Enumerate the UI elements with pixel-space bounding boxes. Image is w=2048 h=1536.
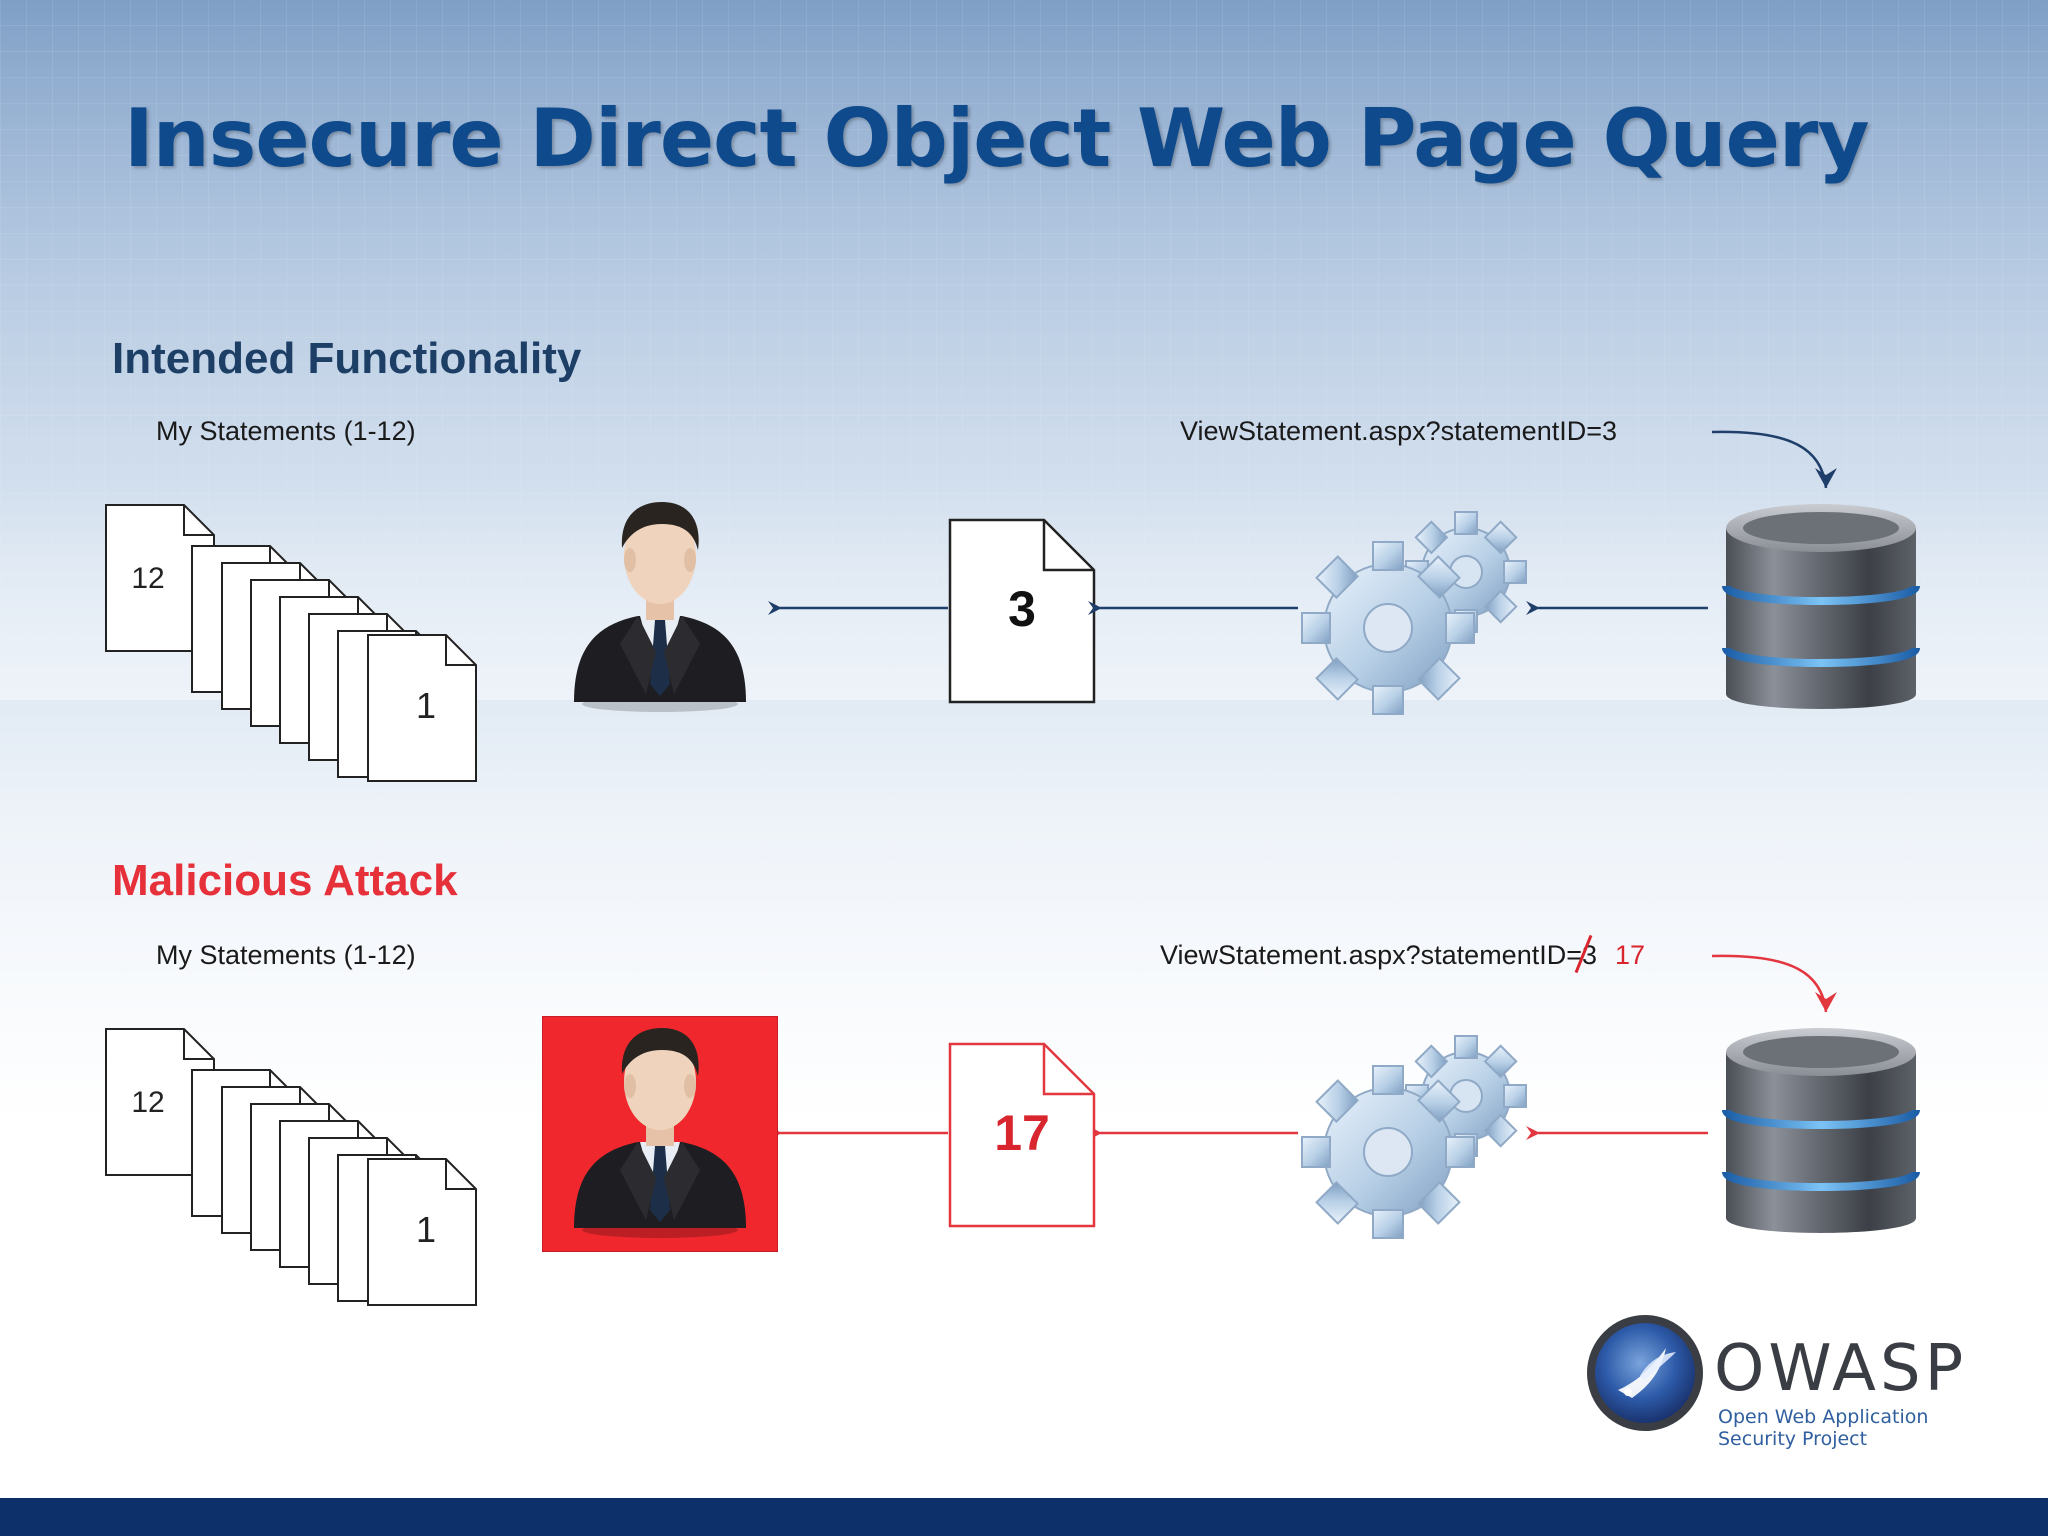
- document-icon: 3: [948, 518, 1096, 704]
- malicious-url: ViewStatement.aspx?statementID=3 17: [1160, 940, 1645, 971]
- arrow-request-to-database: [1711, 430, 1837, 489]
- user-icon: [574, 502, 746, 712]
- malicious-stack-bottom-number: 1: [416, 1209, 436, 1250]
- intended-stack-top-number: 12: [131, 562, 164, 595]
- malicious-statements-caption: My Statements (1-12): [156, 940, 416, 970]
- intended-heading: Intended Functionality: [112, 334, 582, 383]
- document-stack-icon: 12 1: [105, 504, 477, 782]
- owasp-logo-name: OWASP: [1714, 1332, 1968, 1406]
- intended-returned-number: 3: [1008, 581, 1036, 637]
- arrow-tampered-request-to-database: [1711, 954, 1837, 1013]
- malicious-stack-top-number: 12: [131, 1086, 164, 1119]
- document-stack-icon: 12 1: [105, 1028, 477, 1306]
- intended-stack-bottom-number: 1: [416, 685, 436, 726]
- owasp-tagline-line2: Security Project: [1718, 1428, 1868, 1450]
- document-icon: 17: [948, 1042, 1096, 1228]
- malicious-url-new-id: 17: [1615, 940, 1646, 970]
- malicious-returned-number: 17: [994, 1105, 1050, 1161]
- slide-title: Insecure Direct Object Web Page Query: [124, 92, 1869, 185]
- malicious-arrow-group: [768, 954, 1837, 1140]
- owasp-tagline-line1: Open Web Application: [1718, 1406, 1929, 1428]
- user-icon: [574, 1028, 746, 1238]
- footer-bar: [0, 1498, 2048, 1536]
- malicious-url-struck-id: 3: [1581, 940, 1598, 970]
- gears-icon: [1301, 511, 1527, 715]
- malicious-url-prefix: ViewStatement.aspx?statementID=: [1160, 940, 1582, 970]
- database-icon: [1722, 504, 1920, 709]
- intended-arrow-group: [768, 430, 1837, 615]
- gears-icon: [1301, 1035, 1527, 1239]
- intended-statements-caption: My Statements (1-12): [156, 416, 416, 446]
- owasp-logo-tagline: Open Web Application Security Project: [1718, 1406, 1928, 1450]
- database-icon: [1722, 1028, 1920, 1233]
- intended-url: ViewStatement.aspx?statementID=3: [1180, 416, 1617, 446]
- owasp-wasp-icon: [1587, 1315, 1703, 1431]
- malicious-heading: Malicious Attack: [112, 856, 458, 905]
